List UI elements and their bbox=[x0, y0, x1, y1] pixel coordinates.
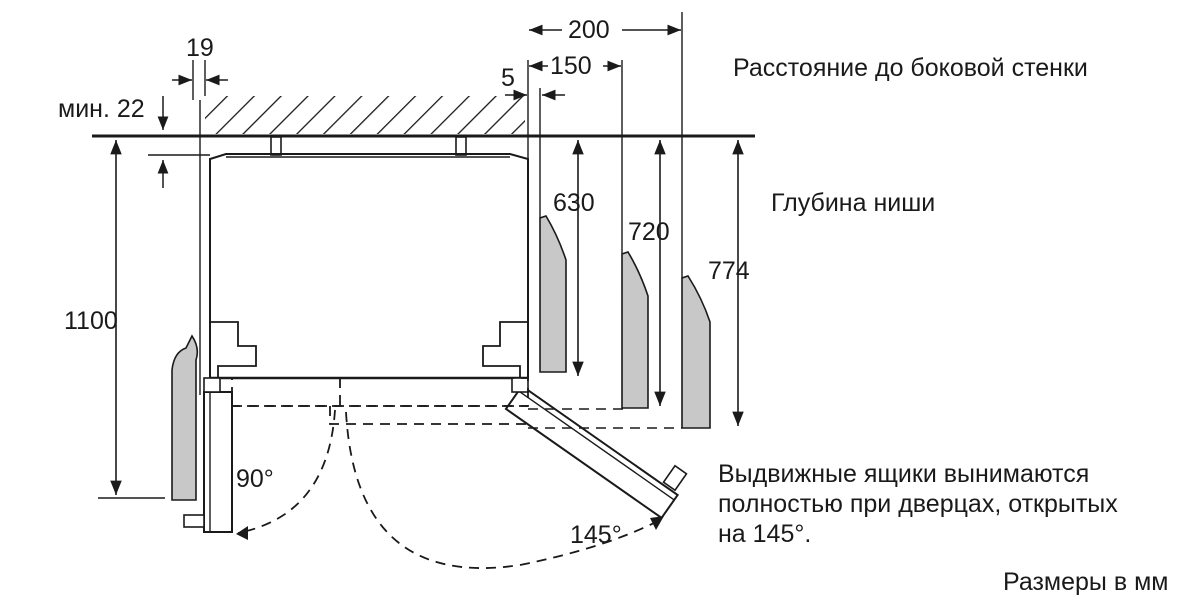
wall-hatching bbox=[205, 96, 525, 134]
dim-19-label: 19 bbox=[186, 34, 214, 62]
swing-arc-145 bbox=[345, 411, 661, 569]
niche-panel-720 bbox=[621, 251, 649, 409]
angle-145-label: 145° bbox=[570, 521, 622, 549]
arc-arrowhead-90 bbox=[236, 526, 248, 540]
hinge-right bbox=[482, 321, 528, 378]
right-door-handle bbox=[662, 464, 688, 492]
left-hinge-pin bbox=[203, 377, 221, 393]
spacer-left bbox=[270, 136, 282, 156]
angle-90-label: 90° bbox=[236, 465, 274, 493]
dim-5-label: 5 bbox=[501, 64, 515, 92]
arc-arrowhead-145 bbox=[650, 516, 664, 530]
dim-1100-label: 1100 bbox=[64, 307, 118, 335]
hinge-left bbox=[210, 321, 257, 378]
closed-doors-outline bbox=[231, 377, 529, 407]
niche-panel-630 bbox=[539, 215, 567, 373]
niche-panel-774 bbox=[681, 275, 711, 429]
fridge-body bbox=[209, 153, 529, 378]
dim-min22-label: мин. 22 bbox=[58, 95, 145, 123]
caption-side-wall-distance: Расстояние до боковой стенки bbox=[733, 54, 1088, 82]
left-door-handle bbox=[183, 514, 205, 528]
niche-panel-left bbox=[171, 334, 199, 501]
dim-630-label: 630 bbox=[553, 189, 595, 217]
drawer-outline-dashed bbox=[329, 406, 528, 425]
dim-720-label: 720 bbox=[628, 218, 670, 246]
caption-drawers-line-3: на 145°. bbox=[718, 520, 811, 548]
dim-774-label: 774 bbox=[708, 257, 750, 285]
caption-units: Размеры в мм bbox=[1003, 568, 1168, 596]
swing-arc-90 bbox=[237, 409, 336, 534]
dim-150-label: 150 bbox=[550, 52, 592, 80]
caption-niche-depth: Глубина ниши bbox=[771, 189, 935, 217]
right-hinge-pin bbox=[511, 377, 529, 393]
spacer-right bbox=[455, 136, 467, 156]
caption-drawers-line-2: полностью при дверцах, открытых bbox=[718, 490, 1118, 518]
left-door-open-90 bbox=[203, 391, 233, 533]
caption-drawers-line-1: Выдвижные ящики вынимаются bbox=[718, 460, 1089, 488]
right-door-open-145 bbox=[504, 384, 680, 520]
dim-200-label: 200 bbox=[568, 16, 610, 44]
